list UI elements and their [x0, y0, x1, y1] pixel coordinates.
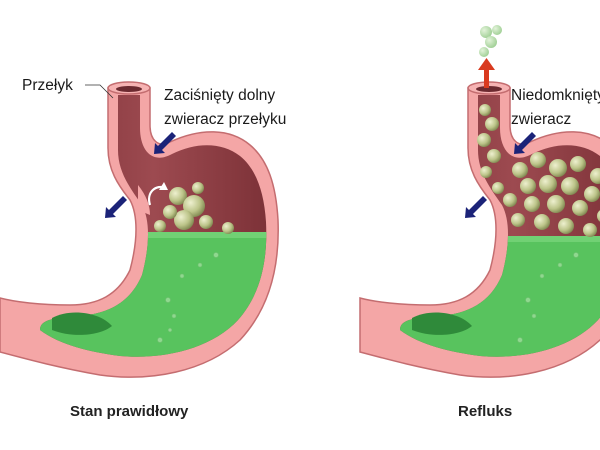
- acid-bubbles: [517, 252, 579, 343]
- normal-stomach-illustration: [0, 81, 279, 378]
- gas-bubbles: [154, 182, 234, 234]
- escaping-bubbles: [479, 25, 502, 57]
- pylorus-pocket: [52, 312, 112, 335]
- normal-state-caption: Stan prawidłowy: [70, 403, 189, 420]
- closed-sphincter-label-line1: Zaciśnięty dolny: [164, 87, 276, 104]
- open-sphincter-label: Niedomknięty zwieracz: [511, 84, 600, 132]
- esophagus-leader-line: [85, 84, 114, 99]
- open-sphincter-label-line1: Niedomknięty: [511, 87, 600, 104]
- closed-sphincter: [138, 185, 150, 215]
- reflux-arrow: [478, 58, 495, 88]
- pylorus-pocket: [412, 312, 472, 335]
- pressure-arrows: [105, 132, 176, 218]
- pressure-arrows: [465, 132, 536, 218]
- acid-bubbles: [157, 252, 219, 343]
- closed-sphincter-label-line2: zwieracz przełyku: [164, 111, 287, 128]
- open-sphincter-label-line2: zwieracz: [511, 111, 572, 128]
- reflux-bubbles: [477, 104, 600, 237]
- closed-sphincter-label: Zaciśnięty dolny zwieracz przełyku: [164, 84, 286, 132]
- esophagus-label: Przełyk: [22, 77, 73, 94]
- reflux-caption: Refluks: [458, 403, 513, 420]
